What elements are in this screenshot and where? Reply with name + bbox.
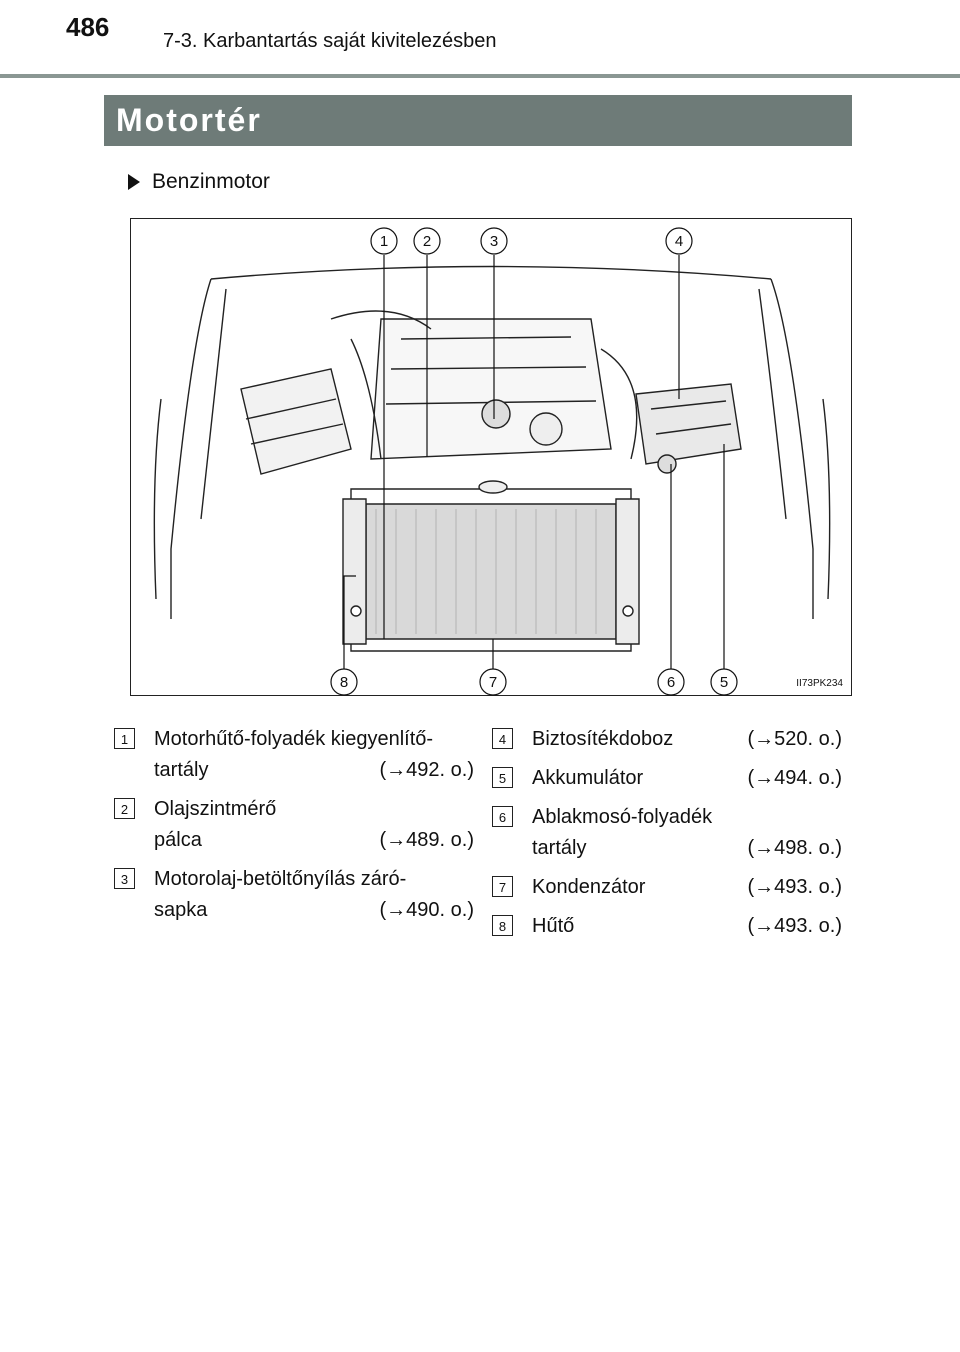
page-reference: (→498. o.) [747, 837, 842, 859]
page-reference: (→493. o.) [747, 876, 842, 898]
subsection-heading: Benzinmotor [128, 170, 270, 194]
legend-text: Ablakmosó-folyadék [532, 806, 713, 828]
legend-text: Motorolaj-betöltőnyílás záró- [154, 868, 407, 890]
legend-number: 3 [114, 868, 135, 889]
legend-number: 4 [492, 728, 513, 749]
legend-item: 4 Biztosítékdoboz (→520. o.) [492, 724, 842, 755]
page-reference: (→489. o.) [379, 829, 474, 851]
subsection-label: Benzinmotor [152, 170, 270, 193]
callout-label: 7 [489, 674, 497, 691]
legend-item: 7 Kondenzátor (→493. o.) [492, 872, 842, 903]
callout-label: 5 [720, 674, 728, 691]
legend-right-column: 4 Biztosítékdoboz (→520. o.) 5 Akkumuláto… [492, 724, 842, 950]
page-reference: (→520. o.) [747, 728, 842, 750]
legend-text: Kondenzátor [532, 876, 646, 898]
legend-item: 1 Motorhűtő-folyadék kiegyenlítő- tartál… [114, 724, 474, 786]
legend-item: 3 Motorolaj-betöltőnyílás záró- sapka (→4… [114, 864, 474, 926]
page-reference: (→492. o.) [379, 759, 474, 781]
callout-label: 4 [675, 233, 683, 250]
legend-number: 7 [492, 876, 513, 897]
legend-text: pálca [154, 829, 202, 851]
legend-number: 2 [114, 798, 135, 819]
page-reference: (→493. o.) [747, 915, 842, 937]
page-reference: (→490. o.) [379, 899, 474, 921]
triangle-bullet-icon [128, 174, 140, 190]
legend-text: Hűtő [532, 915, 575, 937]
page-reference: (→494. o.) [747, 767, 842, 789]
legend-item: 8 Hűtő (→493. o.) [492, 911, 842, 942]
legend-number: 1 [114, 728, 135, 749]
legend-text: sapka [154, 899, 208, 921]
callout-label: 1 [380, 233, 388, 250]
legend-number: 8 [492, 915, 513, 936]
legend-item: 5 Akkumulátor (→494. o.) [492, 763, 842, 794]
header-divider [0, 74, 960, 78]
page-number: 486 [66, 12, 110, 42]
legend-text: tartály [532, 837, 587, 859]
engine-bay-diagram: 1 2 3 4 5 6 7 8 II73PK234 [130, 218, 852, 696]
legend-text: Motorhűtő-folyadék kiegyenlítő- [154, 728, 434, 750]
legend-text: Akkumulátor [532, 767, 644, 789]
callout-label: 3 [490, 233, 498, 250]
section-title: Motortér [104, 95, 852, 146]
callout-label: 6 [667, 674, 675, 691]
legend-text: Biztosítékdoboz [532, 728, 674, 750]
legend-number: 6 [492, 806, 513, 827]
legend-item: 6 Ablakmosó-folyadék tartály (→498. o.) [492, 802, 842, 864]
legend-item: 2 Olajszintmérő pálca (→489. o.) [114, 794, 474, 856]
callout-label: 8 [340, 674, 348, 691]
legend-text: Olajszintmérő [154, 798, 277, 820]
legend-left-column: 1 Motorhűtő-folyadék kiegyenlítő- tartál… [114, 724, 474, 934]
callout-label: 2 [423, 233, 431, 250]
legend-text: tartály [154, 759, 209, 781]
image-code: II73PK234 [796, 678, 843, 689]
chapter-title: 7-3. Karbantartás saját kivitelezésben [163, 30, 497, 52]
legend-number: 5 [492, 767, 513, 788]
engine-bay-illustration: 1 2 3 4 5 6 7 8 [153, 227, 831, 696]
